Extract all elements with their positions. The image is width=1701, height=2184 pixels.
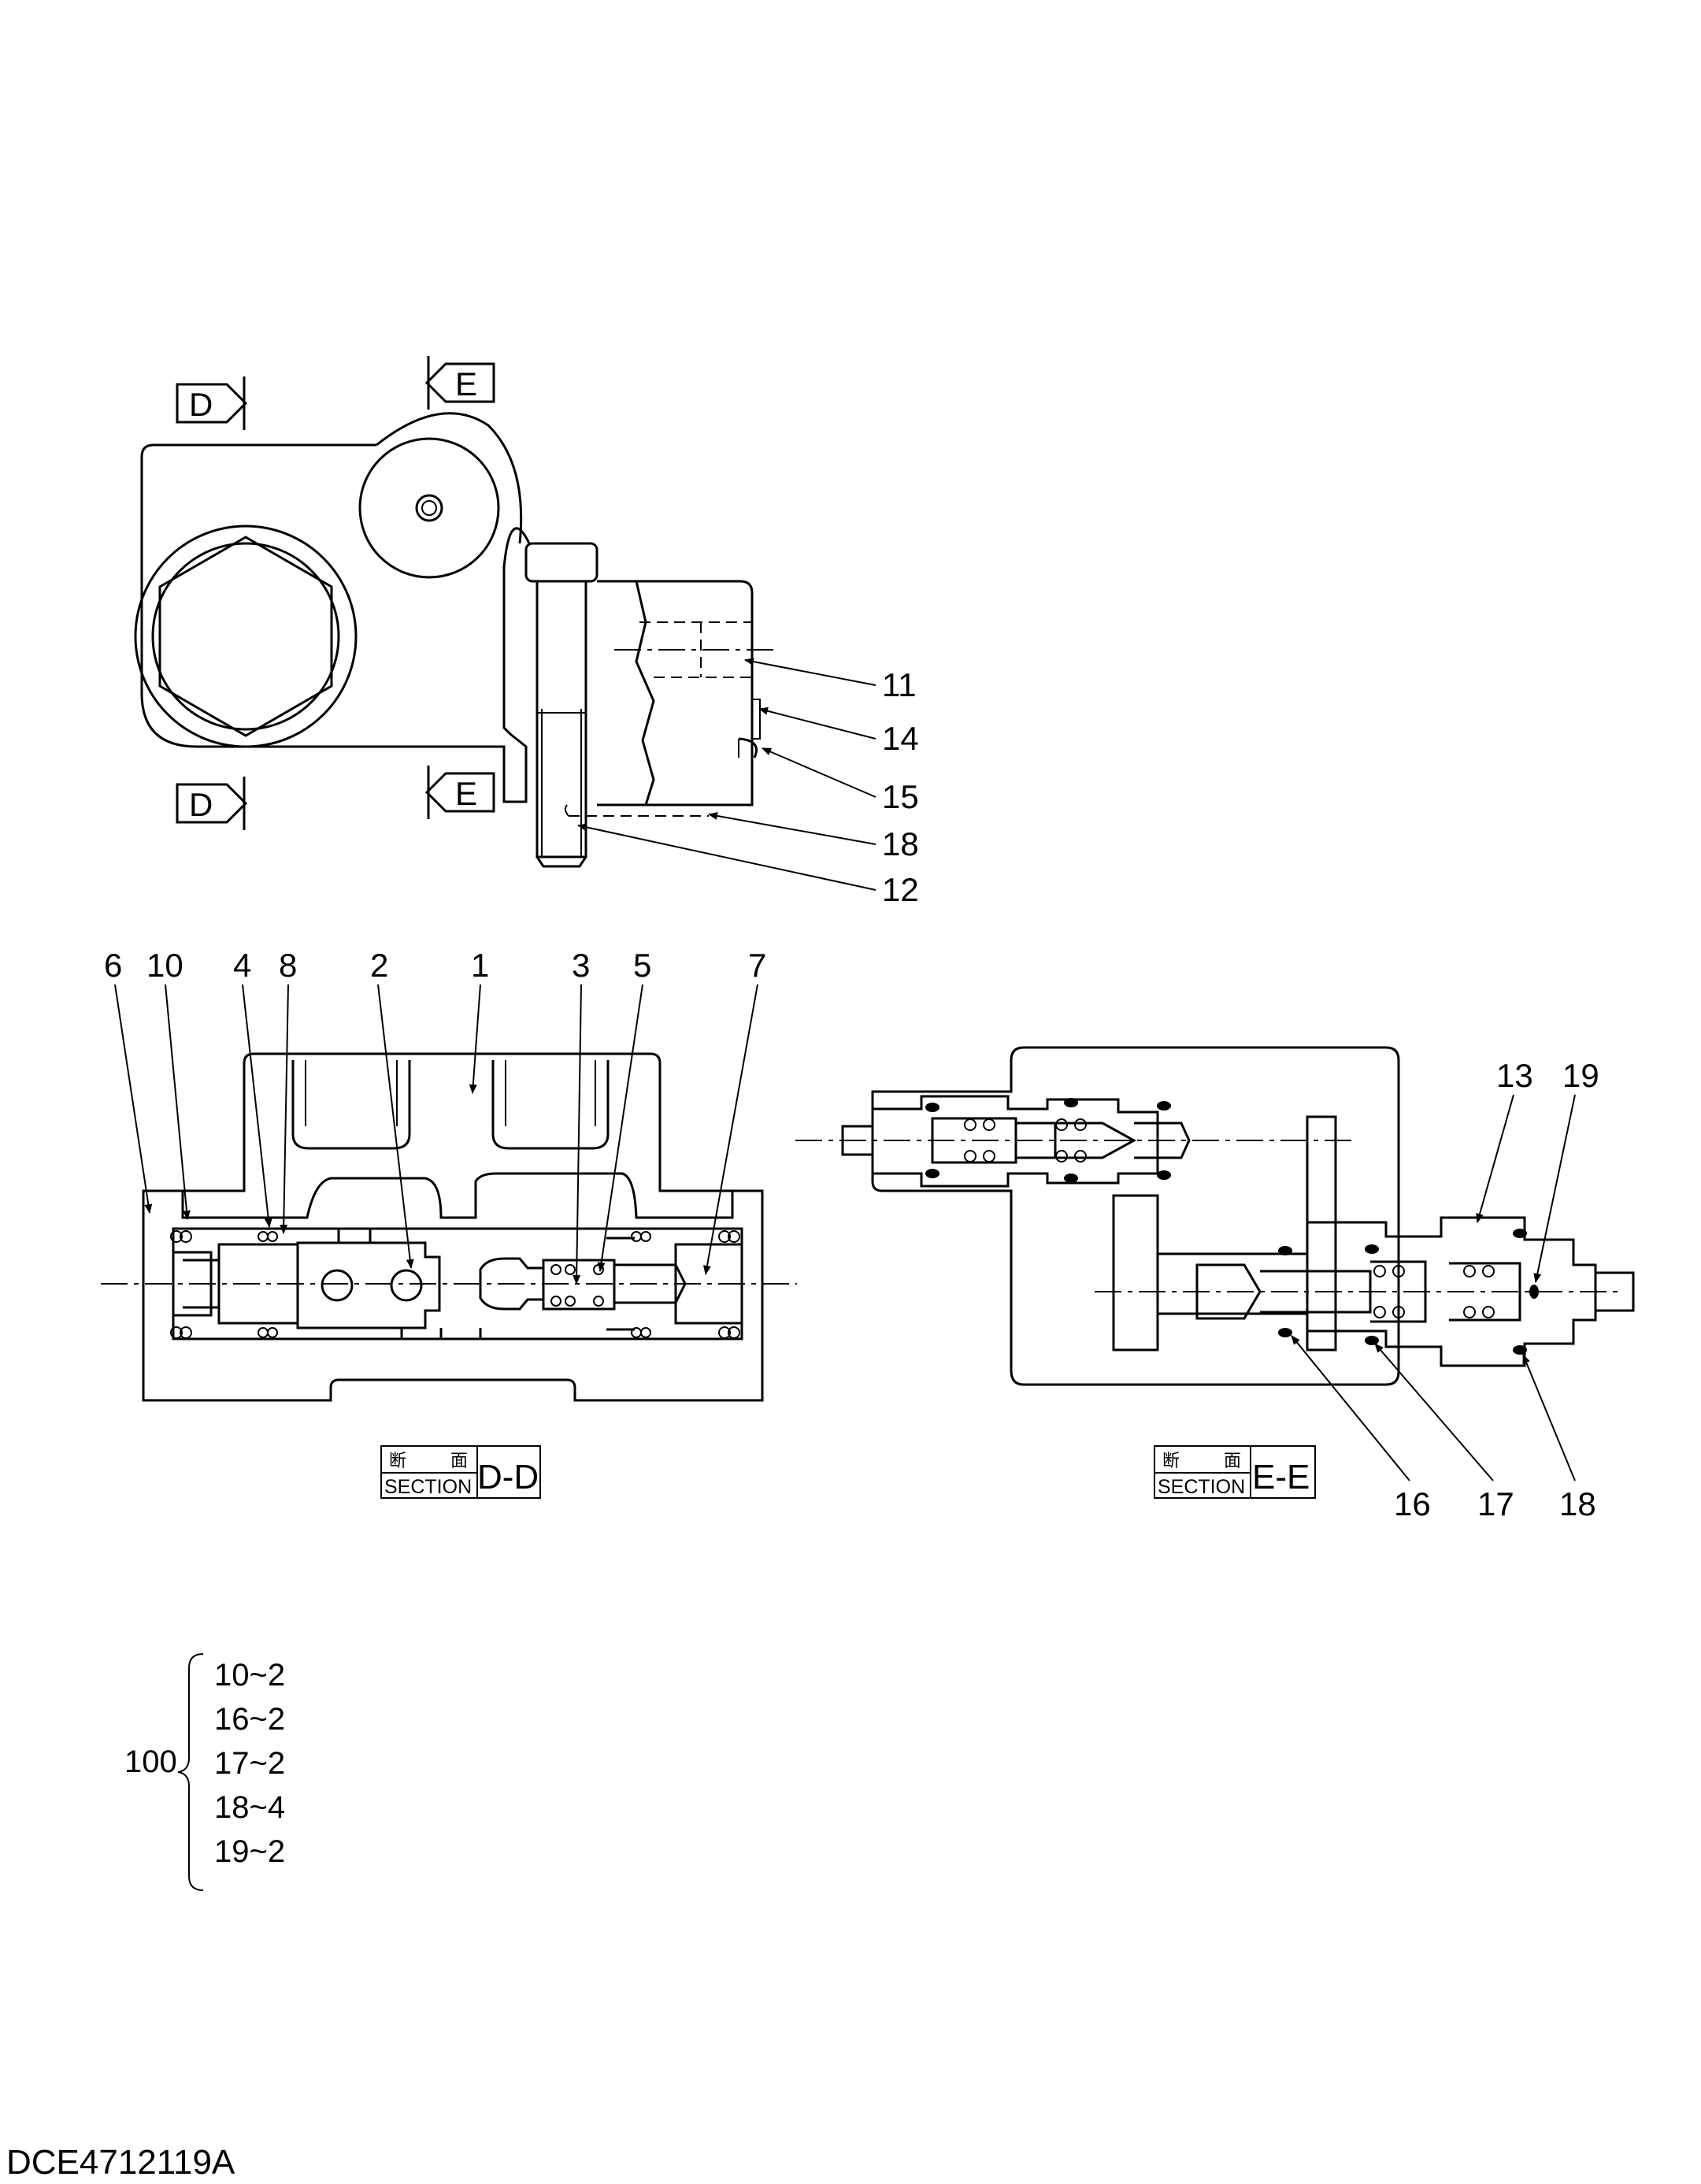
svg-text:面: 面	[450, 1452, 468, 1471]
callout-4: 4	[233, 947, 251, 984]
callout-14: 14	[882, 720, 919, 757]
view-marker-d-bottom: D	[176, 777, 248, 830]
callout-3: 3	[572, 947, 590, 984]
round-cover	[358, 437, 500, 579]
seal-kit-item: 19~2	[214, 1834, 285, 1869]
svg-text:D: D	[189, 386, 213, 423]
svg-text:E-E: E-E	[1252, 1458, 1310, 1496]
seal-kit-item: 10~2	[214, 1658, 285, 1693]
svg-text:断: 断	[1162, 1452, 1180, 1471]
seal-kit-item: 18~4	[214, 1790, 285, 1825]
section-ee-title: 断 面 SECTION E-E	[1154, 1445, 1316, 1499]
view-marker-e-bottom: E	[424, 766, 495, 819]
callout-13: 13	[1496, 1057, 1533, 1094]
callout-15: 15	[882, 778, 919, 815]
svg-text:SECTION: SECTION	[384, 1476, 472, 1498]
callout-19: 19	[1562, 1057, 1599, 1094]
seal-kit-item: 16~2	[214, 1702, 285, 1737]
svg-text:D: D	[189, 786, 213, 823]
svg-text:E: E	[455, 365, 477, 402]
callout-5: 5	[633, 947, 651, 984]
drawing-code: DCE4712119A	[6, 2143, 235, 2182]
seal-kit-item: 17~2	[214, 1746, 285, 1781]
callout-12: 12	[882, 871, 919, 908]
svg-text:SECTION: SECTION	[1158, 1476, 1245, 1498]
valve-body-outline	[140, 443, 531, 803]
svg-text:面: 面	[1224, 1452, 1241, 1471]
port-plug	[134, 525, 358, 748]
top-view: D D E E	[134, 356, 919, 908]
callout-8: 8	[279, 947, 297, 984]
bolt	[524, 542, 598, 868]
seal-kit-number: 100	[124, 1745, 177, 1779]
section-dd-title: 断 面 SECTION D-D	[380, 1445, 541, 1499]
callout-17: 17	[1477, 1485, 1514, 1522]
view-marker-d-top: D	[176, 376, 248, 430]
callout-10: 10	[146, 947, 183, 984]
seal-kit-list: 100 10~2 16~2 17~2 18~4 19~2	[124, 1653, 285, 1891]
view-marker-e-top: E	[424, 356, 495, 410]
callout-6: 6	[104, 947, 122, 984]
callout-1: 1	[471, 947, 489, 984]
callout-18-ee: 18	[1559, 1485, 1596, 1522]
svg-text:断: 断	[389, 1452, 406, 1471]
section-dd-drawing: 6 10 4 8 2 1 3 5 7 断 面 SECTION D-D	[101, 947, 797, 1499]
svg-text:D-D: D-D	[477, 1458, 539, 1496]
relief-valve-block	[564, 580, 780, 817]
callout-2: 2	[370, 947, 388, 984]
section-ee-drawing: 13 19 16 17 18 断 面 SECTION E-E	[795, 1046, 1635, 1522]
callout-16: 16	[1394, 1485, 1431, 1522]
callout-11: 11	[882, 666, 917, 703]
callout-18: 18	[882, 825, 919, 862]
callout-7: 7	[748, 947, 766, 984]
svg-text:E: E	[455, 775, 477, 812]
